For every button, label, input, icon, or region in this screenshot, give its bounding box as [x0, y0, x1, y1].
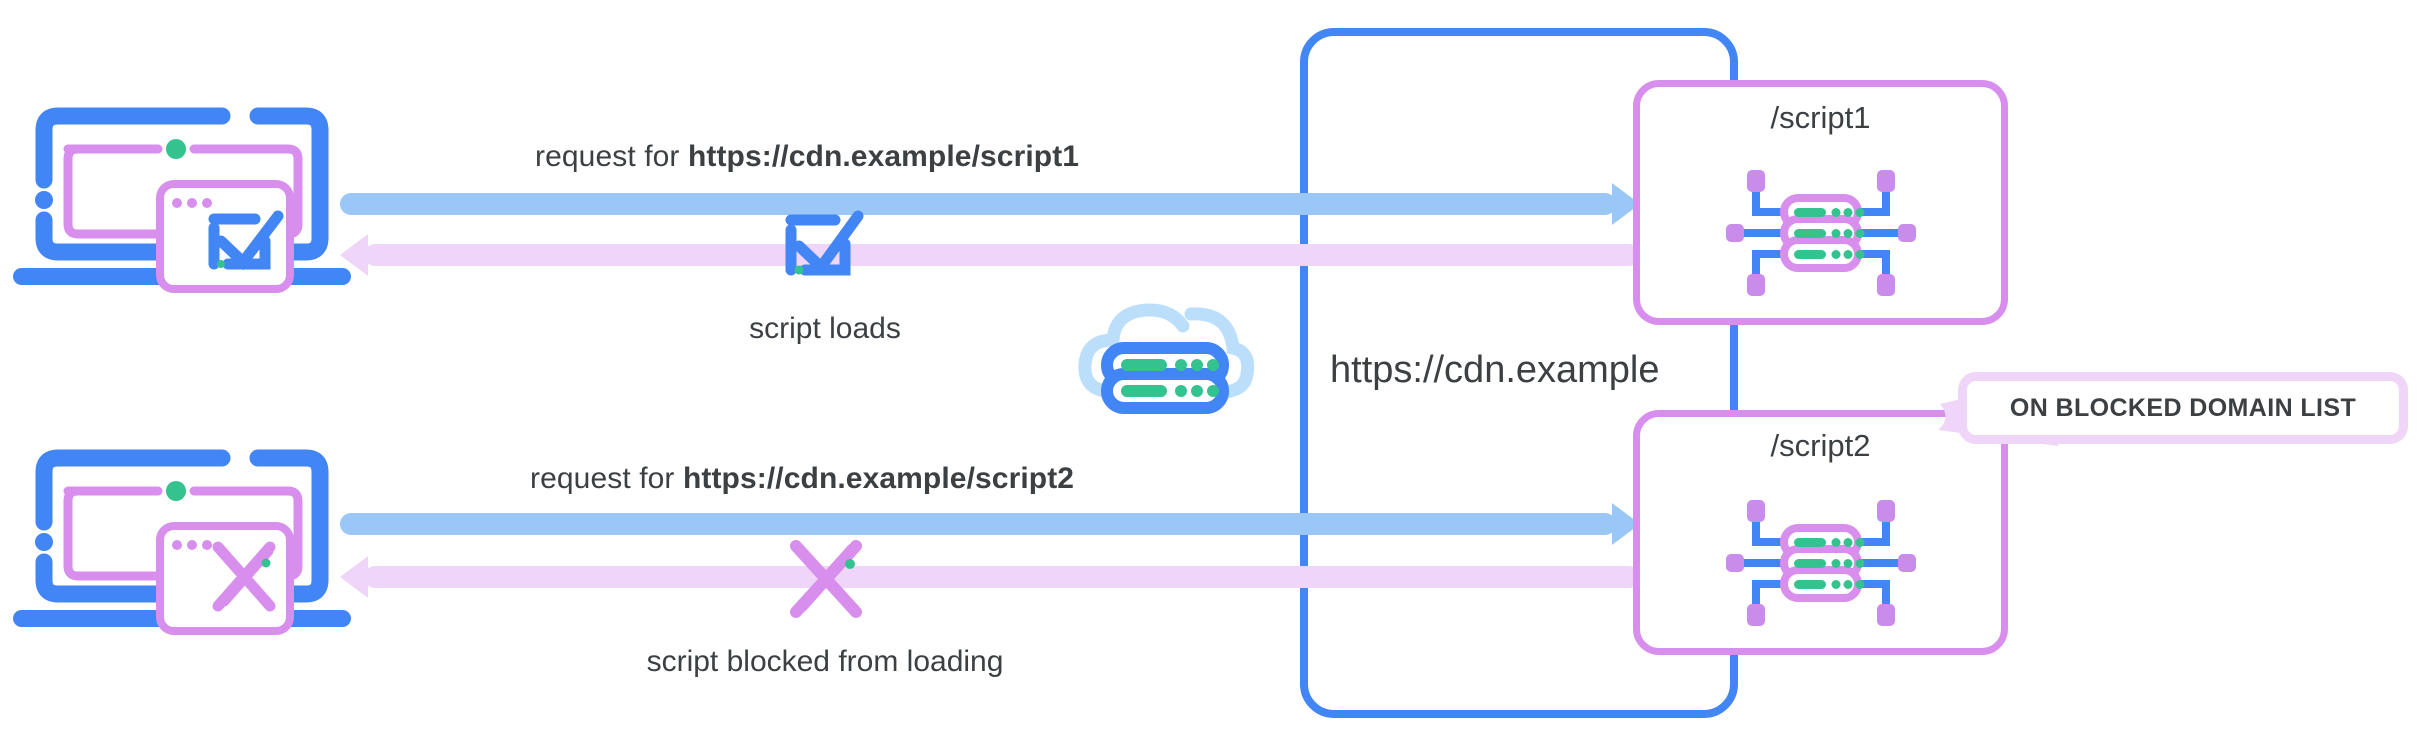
resource-box-script1	[1633, 80, 2008, 325]
arrow-shaft	[364, 566, 1640, 588]
server-rack-icon	[1726, 168, 1916, 298]
result-caption-row1: script loads	[749, 312, 901, 345]
arrow-shaft	[340, 513, 1616, 535]
laptop-check-icon	[10, 78, 370, 328]
cloud-domain-label: https://cdn.example	[1330, 349, 1660, 391]
request-url: https://cdn.example/script1	[687, 140, 1080, 173]
request-arrow-row1	[340, 183, 1640, 225]
arrow-left-icon	[340, 556, 368, 598]
request-arrow-row2	[340, 503, 1640, 545]
response-arrow-row1	[340, 234, 1640, 276]
cdn-origin-container	[1300, 28, 1738, 718]
resource-label-script1: /script1	[1770, 100, 1871, 135]
checkbox-check-icon	[775, 204, 871, 304]
request-prefix: request for	[530, 462, 683, 495]
arrow-shaft	[364, 244, 1640, 266]
result-caption-row2: script blocked from loading	[646, 645, 1004, 678]
arrow-shaft	[340, 193, 1616, 215]
server-rack-icon	[1726, 498, 1916, 628]
callout-text: ON BLOCKED DOMAIN LIST	[2009, 393, 2357, 422]
blocked-domain-callout: ON BLOCKED DOMAIN LIST	[1958, 372, 2408, 444]
resource-label-script2: /script2	[1770, 428, 1871, 463]
request-prefix: request for	[535, 140, 688, 173]
response-arrow-row2	[340, 556, 1640, 598]
request-label-script2: request for https://cdn.example/script2	[530, 462, 1074, 496]
laptop-cross-icon	[10, 420, 370, 670]
cloud-server-icon	[1075, 290, 1255, 420]
request-url: https://cdn.example/script2	[682, 462, 1075, 495]
cross-x-icon	[778, 528, 874, 628]
arrow-left-icon	[340, 234, 368, 276]
request-label-script1: request for https://cdn.example/script1	[535, 140, 1079, 174]
